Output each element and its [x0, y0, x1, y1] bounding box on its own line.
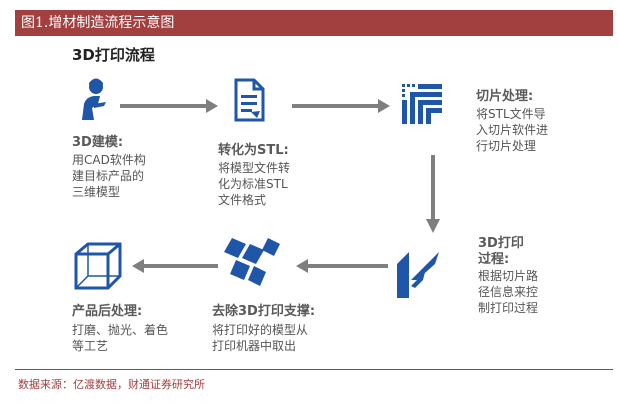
arrow-stl-to-slicing: [292, 99, 390, 113]
step-slicing-desc: 将STL文件导入切片软件进行切片处理: [476, 107, 549, 153]
step-stl-label: 转化为STL:: [218, 143, 289, 158]
step-postprocess-desc: 打磨、抛光、着色等工艺: [72, 323, 169, 353]
arrow-support-to-postprocess: [132, 259, 218, 273]
printing-icon: [397, 252, 439, 298]
step-modeling-desc: 用CAD软件构建目标产品的三维模型: [72, 153, 146, 199]
slicing-icon: [402, 84, 442, 124]
step-support-desc: 将打印好的模型从打印机器中取出: [212, 323, 309, 353]
document-icon: [234, 78, 265, 122]
step-printing-desc: 根据切片路径信息来控制打印过程: [478, 269, 539, 315]
person-modeling-icon: [82, 78, 106, 120]
support-removal-icon: [224, 238, 280, 286]
step-modeling-label: 3D建模:: [72, 135, 124, 150]
figure-title: 图1.增材制造流程示意图: [15, 10, 613, 36]
data-source: 数据来源：亿渡数据，财通证券研究所: [18, 378, 205, 391]
arrow-printing-to-support: [296, 259, 388, 273]
cube-icon: [74, 242, 122, 290]
step-printing-label: 3D打印过程:: [478, 236, 524, 267]
step-postprocess-label: 产品后处理:: [72, 304, 143, 319]
step-support-label: 去除3D打印支撑:: [212, 304, 316, 319]
step-slicing-label: 切片处理:: [476, 89, 534, 104]
arrow-slicing-to-printing: [426, 155, 440, 233]
arrow-modeling-to-stl: [120, 99, 218, 113]
diagram-subtitle: 3D打印流程: [72, 46, 155, 64]
source-divider: [15, 369, 613, 370]
